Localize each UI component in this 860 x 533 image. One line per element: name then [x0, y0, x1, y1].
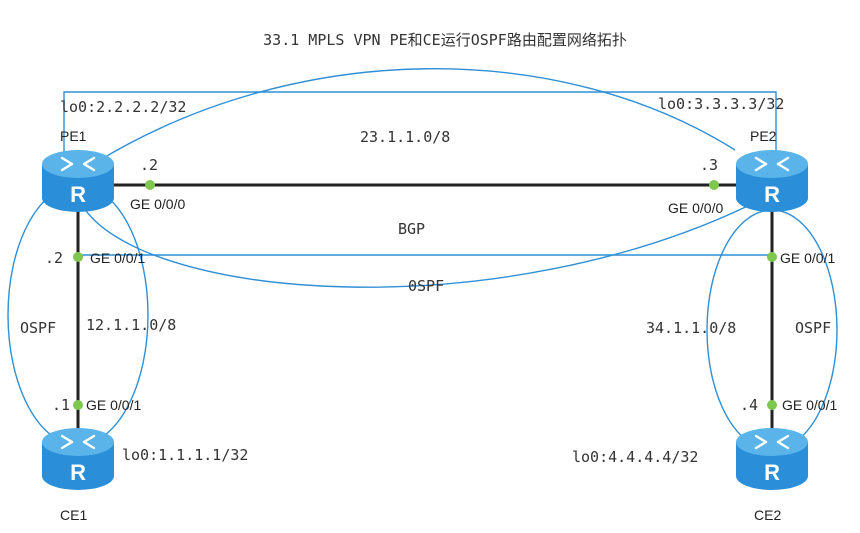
diagram-title: 33.1 MPLS VPN PE和CE运行OSPF路由配置网络拓扑 [263, 31, 627, 49]
router-name-ce2: CE2 [754, 507, 781, 523]
protocol-bgp: BGP [398, 220, 425, 238]
router-name-pe2: PE2 [750, 128, 777, 144]
network-pe1-pe2: 23.1.1.0/8 [360, 128, 450, 146]
port-label-ce1-ge001: GE 0/0/1 [86, 397, 141, 413]
pe-peering-box [63, 91, 777, 152]
port-label-pe1-ge001: GE 0/0/1 [90, 250, 145, 266]
port-dots [73, 180, 777, 410]
port-pe2-ge000 [709, 180, 719, 190]
router-icon[interactable] [734, 426, 810, 492]
protocol-ospf-right: OSPF [795, 319, 831, 337]
loopback-pe1: lo0:2.2.2.2/32 [60, 98, 186, 116]
router-icon[interactable] [40, 148, 116, 214]
router-name-pe1: PE1 [60, 128, 87, 144]
host-pe1-ge000: .2 [140, 156, 158, 174]
port-pe1-ge001 [73, 252, 83, 262]
router-name-ce1: CE1 [60, 507, 87, 523]
port-ce2-ge001 [767, 400, 777, 410]
port-pe2-ge001 [767, 252, 777, 262]
loopback-ce1: lo0:1.1.1.1/32 [122, 446, 248, 464]
port-label-pe2-ge001: GE 0/0/1 [780, 250, 835, 266]
port-label-pe1-ge000: GE 0/0/0 [130, 196, 185, 212]
network-pe1-ce1: 12.1.1.0/8 [86, 316, 176, 334]
port-label-ce2-ge001: GE 0/0/1 [782, 397, 837, 413]
port-ce1-ge001 [73, 400, 83, 410]
mp-ibgp-arc [99, 68, 736, 161]
protocol-ospf-core: 0SPF [408, 277, 444, 295]
host-ce1-ge001: .1 [52, 396, 70, 414]
host-pe2-ge000: .3 [700, 156, 718, 174]
port-label-pe2-ge000: GE 0/0/0 [668, 200, 723, 216]
loopback-pe2: lo0:3.3.3.3/32 [658, 95, 784, 113]
network-pe2-ce2: 34.1.1.0/8 [646, 319, 736, 337]
loopback-ce2: lo0:4.4.4.4/32 [572, 448, 698, 466]
router-icon[interactable] [40, 426, 116, 492]
protocol-ospf-left: OSPF [20, 319, 56, 337]
host-pe1-ge001: .2 [45, 249, 63, 267]
port-pe1-ge000 [145, 180, 155, 190]
router-icon[interactable] [734, 148, 810, 214]
ospf-core-arc [81, 199, 761, 288]
host-ce2-ge001: .4 [740, 396, 758, 414]
